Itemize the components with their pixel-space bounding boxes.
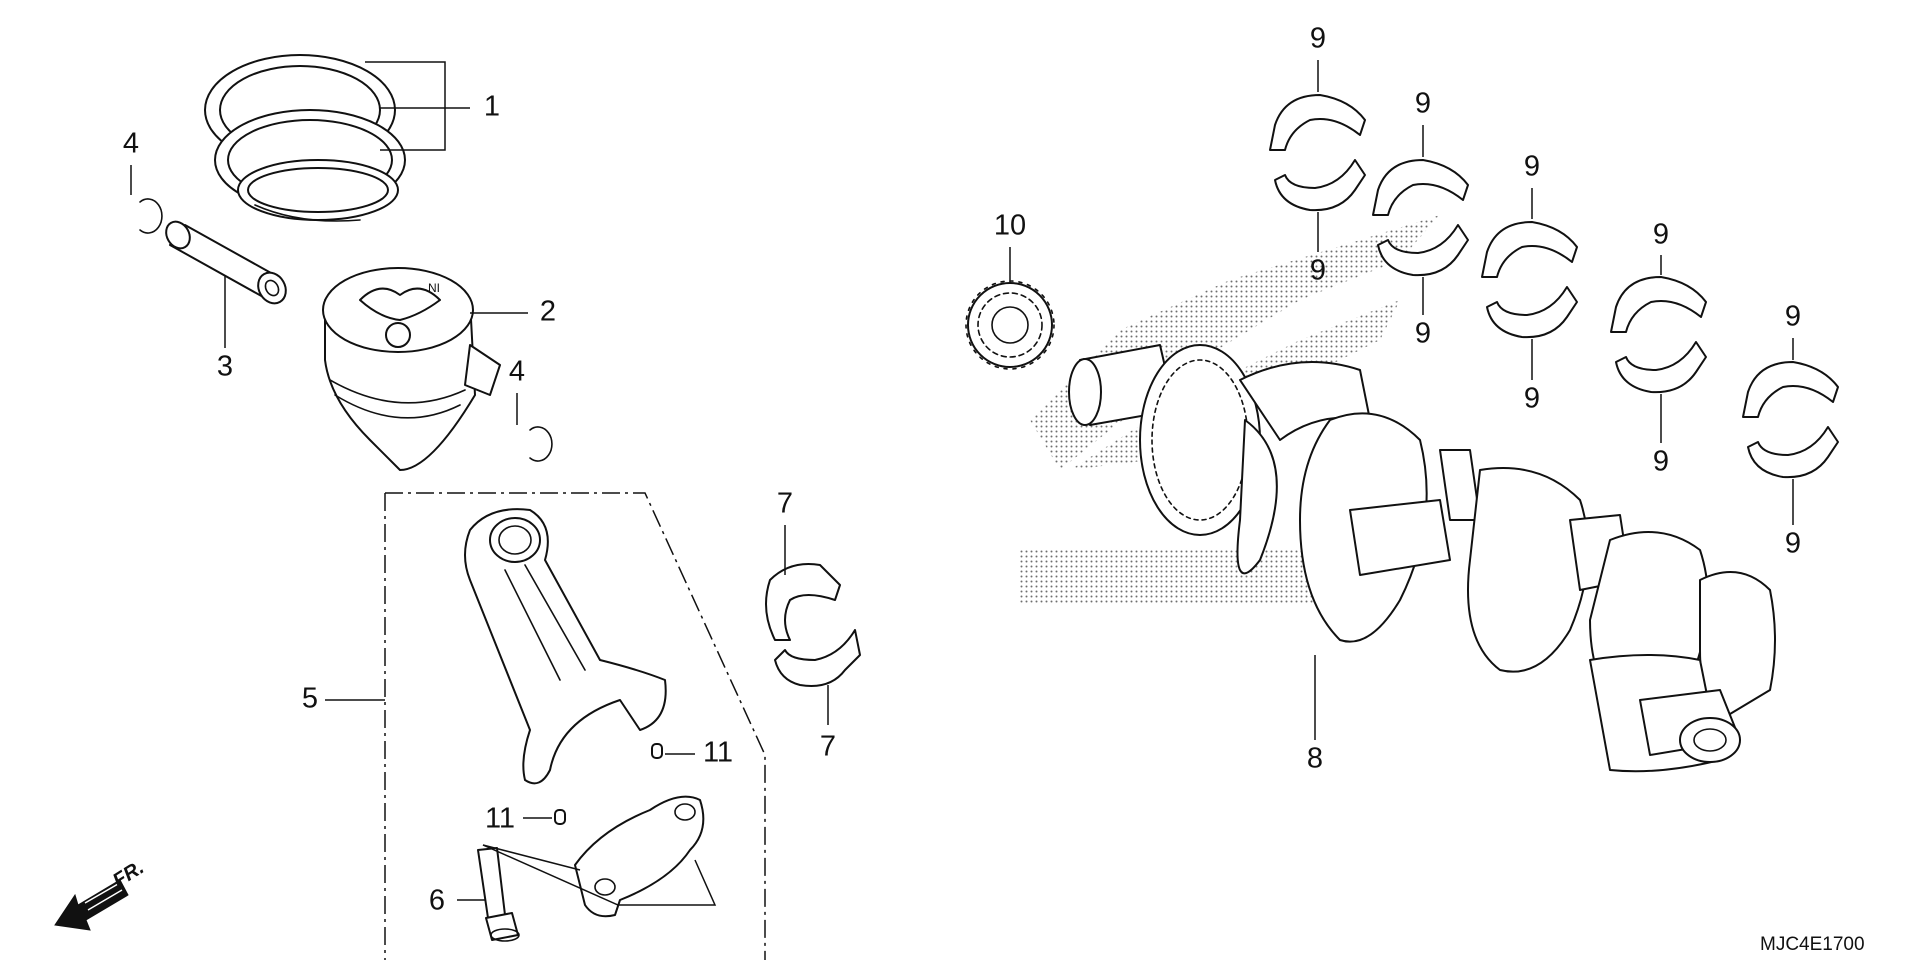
callout-11a: 11 — [703, 737, 733, 769]
piston-icon: NI — [322, 267, 501, 471]
main-bearing-icon — [1610, 276, 1707, 394]
main-bearing-icon — [1481, 221, 1578, 339]
callout-5: 5 — [302, 683, 318, 715]
callout-8: 8 — [1307, 743, 1323, 775]
front-arrow-icon — [54, 879, 129, 931]
main-bearing-icon — [1372, 159, 1469, 277]
callout-9-3-bottom: 9 — [1524, 383, 1540, 415]
callout-9-5-bottom: 9 — [1785, 528, 1801, 560]
callout-6: 6 — [429, 885, 445, 917]
crankshaft-icon — [1068, 344, 1776, 773]
callout-9-4-top: 9 — [1653, 219, 1669, 251]
callout-2: 2 — [540, 296, 556, 328]
callout-10: 10 — [994, 210, 1026, 242]
rod-bolt-icon — [477, 847, 520, 942]
rod-bearing-cap-icon — [574, 795, 705, 918]
callout-7b: 7 — [820, 731, 836, 763]
callout-9-5-top: 9 — [1785, 301, 1801, 333]
callout-1: 1 — [484, 91, 500, 123]
svg-text:NI: NI — [428, 281, 440, 295]
callout-9-2-bottom: 9 — [1415, 318, 1431, 350]
piston-ring-set-icon — [204, 54, 406, 222]
main-bearing-icon — [1742, 361, 1839, 479]
callout-4a: 4 — [123, 128, 139, 160]
callout-11b: 11 — [485, 803, 515, 835]
diagram-code: MJC4E1700 — [1760, 934, 1865, 955]
connecting-rod-icon — [464, 508, 667, 785]
pin-clip-icon — [529, 426, 553, 462]
pin-clip-icon — [139, 198, 163, 234]
callout-9-3-top: 9 — [1524, 151, 1540, 183]
dowel-pin-icon — [554, 809, 566, 825]
callout-9-2-top: 9 — [1415, 88, 1431, 120]
piston-pin-icon — [165, 220, 287, 305]
rod-bearing-icon — [765, 563, 861, 687]
callout-7a: 7 — [777, 488, 793, 520]
dowel-pin-icon — [651, 743, 663, 759]
callout-3: 3 — [217, 351, 233, 383]
callout-9-1-bottom: 9 — [1310, 255, 1326, 287]
main-bearing-icon — [1269, 94, 1366, 212]
gear-icon — [965, 280, 1055, 370]
callout-4b: 4 — [509, 356, 525, 388]
callout-9-1-top: 9 — [1310, 23, 1326, 55]
callout-9-4-bottom: 9 — [1653, 446, 1669, 478]
